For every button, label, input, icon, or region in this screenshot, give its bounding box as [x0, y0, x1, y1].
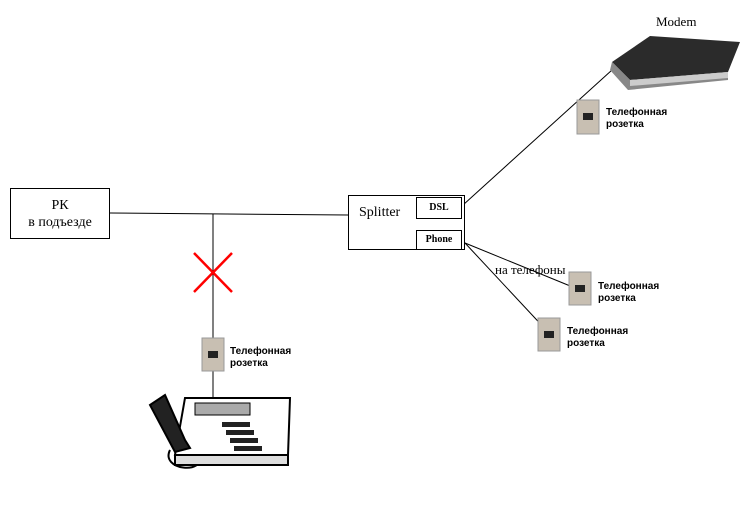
pk-box: РК в подъезде [10, 188, 110, 239]
line-phone-socket-2 [464, 242, 549, 333]
modem-label: Modem [656, 14, 697, 29]
splitter-label: Splitter [359, 205, 401, 220]
pk-label: РК [51, 198, 69, 213]
modem-icon [610, 36, 740, 90]
line-dsl-modem [462, 69, 613, 206]
socket-icon [201, 337, 225, 372]
cross-icon [193, 252, 233, 293]
telephone-icon [148, 393, 292, 469]
socket-icon [576, 99, 600, 135]
socket-icon [568, 271, 592, 306]
socket-icon [537, 317, 561, 352]
phone-port: Phone [416, 230, 462, 250]
line-pk-splitter [109, 212, 349, 216]
splitter-box: Splitter DSL Phone [348, 195, 465, 250]
line-phone-socket-1 [464, 242, 581, 291]
dsl-port: DSL [416, 197, 462, 219]
pk-sublabel: в подъезде [28, 215, 92, 230]
phones-label: на телефоны [495, 262, 566, 277]
